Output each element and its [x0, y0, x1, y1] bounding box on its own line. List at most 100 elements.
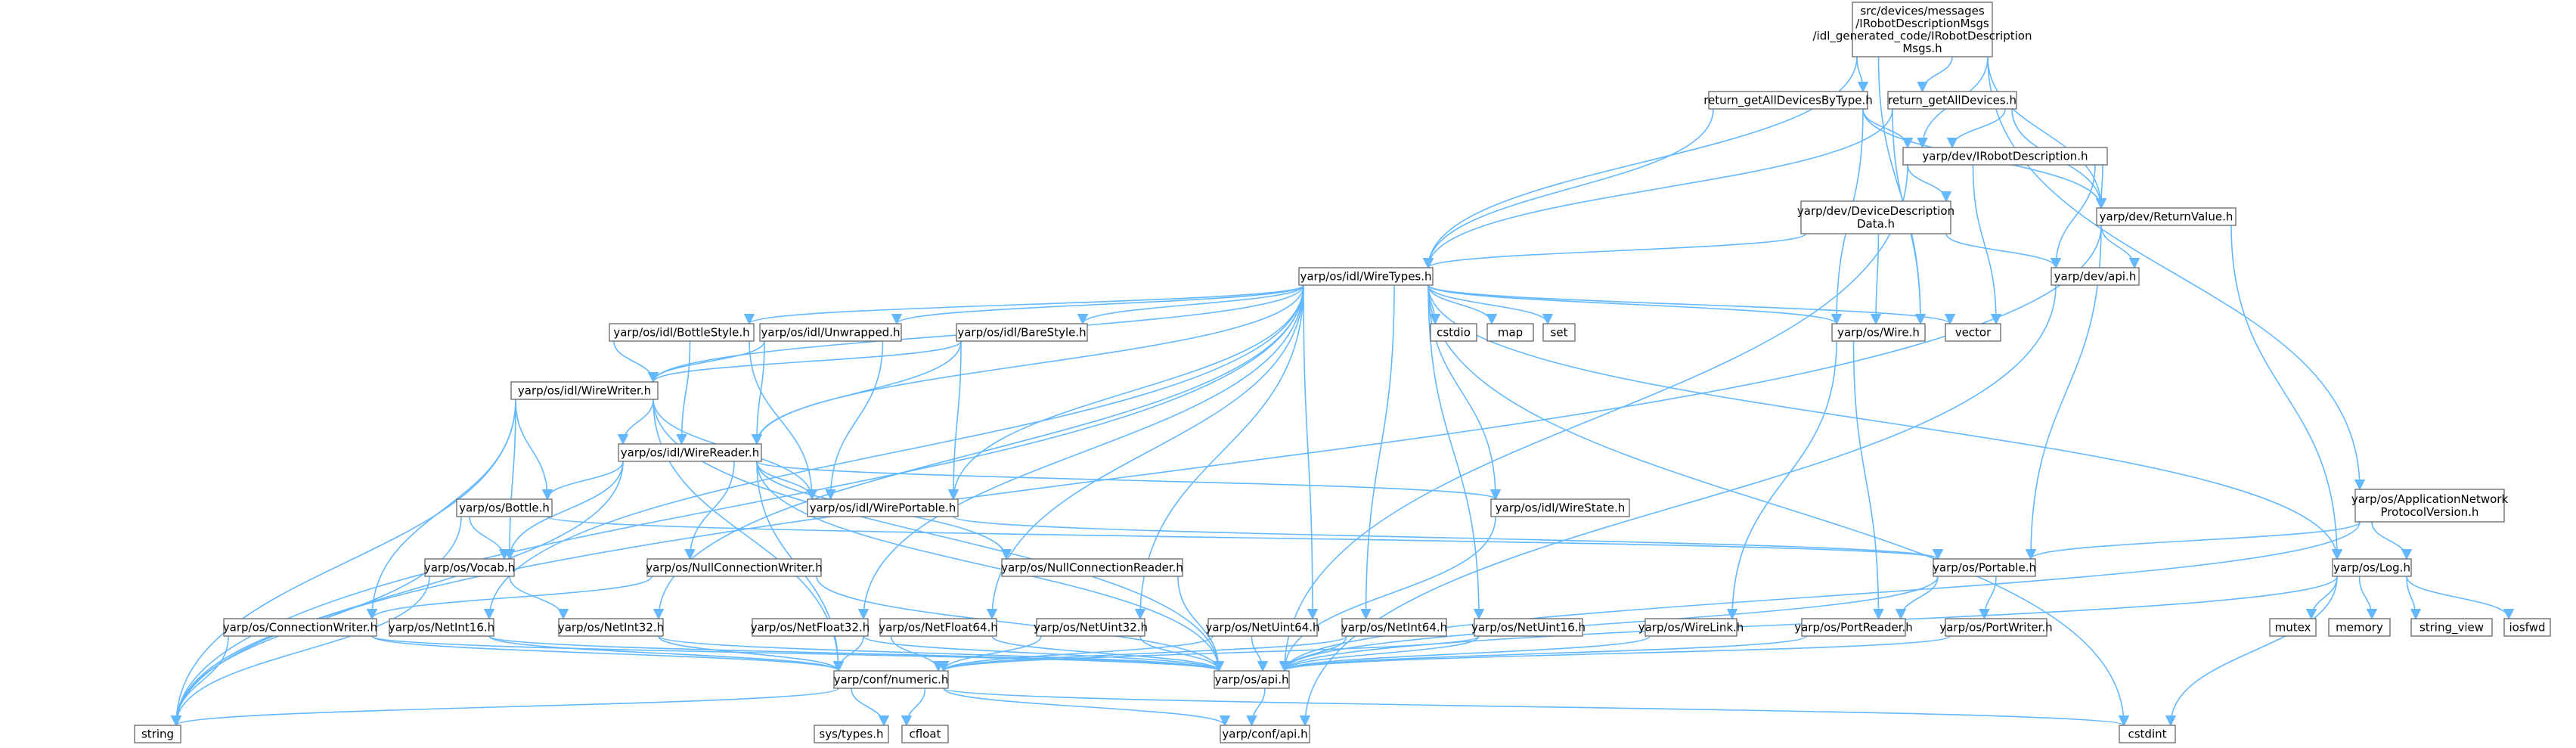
node-netuint64[interactable]: yarp/os/NetUint64.h	[1205, 618, 1320, 637]
edge-root-to-appnet	[1987, 56, 2366, 491]
node-string[interactable]: string	[134, 725, 181, 743]
node-label: /idl_generated_code/IRobotDescription	[1813, 29, 2032, 43]
node-vector[interactable]: vector	[1945, 323, 2001, 342]
node-box	[1801, 618, 1906, 637]
edge-wireportable-to-portable	[953, 516, 1943, 560]
edge-osapi-to-confapi	[1246, 687, 1266, 727]
node-wire[interactable]: yarp/os/Wire.h	[1831, 323, 1926, 342]
node-netint64[interactable]: yarp/os/NetInt64.h	[1341, 618, 1447, 637]
node-box	[1708, 91, 1868, 110]
node-portwriter[interactable]: yarp/os/PortWriter.h	[1939, 618, 2053, 637]
node-netfloat64[interactable]: yarp/os/NetFloat64.h	[879, 618, 998, 637]
node-wirestate[interactable]: yarp/os/idl/WireState.h	[1490, 498, 1630, 517]
edge-wirereader-to-bottle	[541, 461, 624, 501]
node-nullconnwriter[interactable]: yarp/os/NullConnectionWriter.h	[646, 558, 823, 577]
node-label: string	[141, 728, 174, 741]
node-label: Data.h	[1857, 217, 1895, 231]
edge-barestyle-to-wireportable	[947, 340, 962, 501]
node-map[interactable]: map	[1486, 323, 1534, 342]
edge-allDev-to-irobot	[1946, 108, 2006, 149]
node-label: yarp/dev/api.h	[2054, 270, 2137, 284]
edge-log-to-iosfwd	[2406, 576, 2515, 620]
node-bottle[interactable]: yarp/os/Bottle.h	[456, 498, 553, 517]
node-numeric[interactable]: yarp/conf/numeric.h	[833, 670, 949, 689]
edge-netuint32-to-osapi	[1139, 635, 1225, 672]
node-portable[interactable]: yarp/os/Portable.h	[1933, 558, 2036, 577]
edge-vocab-to-netint32	[509, 576, 569, 620]
edge-netuint64-to-osapi	[1251, 635, 1269, 672]
edge-log-to-cstdint	[2165, 576, 2338, 727]
node-cstdio[interactable]: cstdio	[1430, 323, 1477, 342]
node-memory[interactable]: memory	[2328, 618, 2391, 637]
edge-byType-to-wiretypes	[1422, 108, 1714, 269]
node-portreader[interactable]: yarp/os/PortReader.h	[1794, 618, 1913, 637]
node-set[interactable]: set	[1542, 323, 1576, 342]
node-cfloat[interactable]: cfloat	[901, 725, 949, 743]
edge-portreader-to-osapi	[1279, 635, 1807, 672]
node-osapi[interactable]: yarp/os/api.h	[1214, 670, 1290, 689]
node-netuint32[interactable]: yarp/os/NetUint32.h	[1034, 618, 1148, 637]
node-box	[1644, 618, 1737, 637]
edge-allDev-to-wiretypes	[1422, 108, 1893, 269]
edge-nullconnwriter-to-connwriter	[366, 576, 653, 620]
node-wiretypes[interactable]: yarp/os/idl/WireTypes.h	[1298, 267, 1434, 286]
edge-wirereader-to-osapi	[756, 461, 1225, 672]
node-label: yarp/dev/IRobotDescription.h	[1922, 150, 2088, 163]
node-devapi[interactable]: yarp/dev/api.h	[2051, 267, 2140, 286]
edge-numeric-to-confapi	[943, 687, 1231, 727]
edge-wirereader-to-nullconnwriter	[684, 461, 735, 560]
node-systypes[interactable]: sys/types.h	[814, 725, 889, 743]
node-retval[interactable]: yarp/dev/ReturnValue.h	[2096, 207, 2237, 226]
node-box	[2354, 489, 2505, 523]
node-wireportable[interactable]: yarp/os/idl/WirePortable.h	[807, 498, 959, 517]
node-cstdint[interactable]: cstdint	[2119, 725, 2176, 743]
node-label: yarp/os/NetUint64.h	[1205, 621, 1319, 635]
node-box	[1887, 91, 2017, 110]
node-netfloat32[interactable]: yarp/os/NetFloat32.h	[751, 618, 870, 637]
edge-netfloat64-to-numeric	[890, 635, 944, 672]
node-string_view[interactable]: string_view	[2410, 618, 2493, 637]
edge-wire-to-portreader	[1852, 340, 1884, 620]
edge-wiretypes-to-log	[1427, 284, 2343, 560]
node-confapi[interactable]: yarp/conf/api.h	[1220, 725, 1310, 743]
edge-numeric-to-cfloat	[901, 687, 926, 727]
node-netint16[interactable]: yarp/os/NetInt16.h	[389, 618, 494, 637]
node-allDev[interactable]: return_getAllDevices.h	[1887, 91, 2017, 110]
node-bottlestyle[interactable]: yarp/os/idl/BottleStyle.h	[609, 323, 755, 342]
node-vocab[interactable]: yarp/os/Vocab.h	[424, 558, 515, 577]
edge-bottlestyle-to-wirewriter	[613, 340, 659, 383]
node-box	[1214, 670, 1290, 689]
node-netuint16[interactable]: yarp/os/NetUint16.h	[1471, 618, 1586, 637]
node-box	[1486, 323, 1534, 342]
node-iosfwd[interactable]: iosfwd	[2503, 618, 2551, 637]
edge-log-to-mutex	[2305, 576, 2338, 620]
edge-devdesc-to-devapi	[1945, 233, 2062, 269]
node-label: yarp/os/idl/WireReader.h	[621, 446, 760, 460]
node-unwrapped[interactable]: yarp/os/idl/Unwrapped.h	[759, 323, 902, 342]
node-label: yarp/os/NetUint32.h	[1034, 621, 1148, 635]
node-wirewriter[interactable]: yarp/os/idl/WireWriter.h	[510, 381, 659, 400]
node-connwriter[interactable]: yarp/os/ConnectionWriter.h	[223, 618, 377, 637]
node-log[interactable]: yarp/os/Log.h	[2332, 558, 2412, 577]
node-barestyle[interactable]: yarp/os/idl/BareStyle.h	[956, 323, 1088, 342]
node-label: src/devices/messages	[1860, 4, 1985, 17]
node-wirelink[interactable]: yarp/os/WireLink.h	[1638, 618, 1744, 637]
node-label: /IRobotDescriptionMsgs	[1855, 17, 1989, 30]
node-label: ProtocolVersion.h	[2381, 505, 2479, 519]
edge-wirewriter-to-bottle	[515, 399, 553, 501]
node-irobot[interactable]: yarp/dev/IRobotDescription.h	[1902, 147, 2108, 166]
edge-wiretypes-to-cstdint	[1427, 284, 2130, 727]
node-label: yarp/os/ApplicationNetwork	[2351, 492, 2509, 506]
node-label: yarp/os/Wire.h	[1837, 326, 1920, 340]
node-wirereader[interactable]: yarp/os/idl/WireReader.h	[618, 443, 762, 462]
node-nullconnreader[interactable]: yarp/os/NullConnectionReader.h	[1001, 558, 1183, 577]
node-box	[2269, 618, 2317, 637]
node-appnet[interactable]: yarp/os/ApplicationNetworkProtocolVersio…	[2351, 489, 2509, 523]
node-byType[interactable]: return_getAllDevicesByType.h	[1703, 91, 1873, 110]
edge-root-to-allDev	[1917, 56, 1953, 93]
node-label: yarp/os/NullConnectionReader.h	[1001, 561, 1183, 575]
node-mutex[interactable]: mutex	[2269, 618, 2317, 637]
edge-wiretypes-to-wirereader	[751, 284, 1304, 445]
node-netint32[interactable]: yarp/os/NetInt32.h	[558, 618, 664, 637]
